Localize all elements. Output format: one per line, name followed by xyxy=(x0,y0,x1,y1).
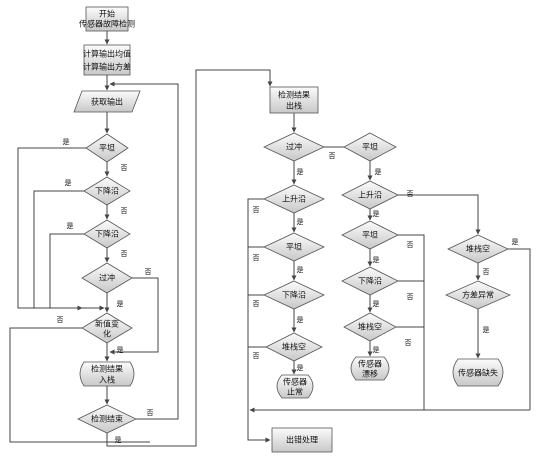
sensor-stop-l1: 传感器 xyxy=(283,377,307,387)
sensor-lost-label: 传感器缺失 xyxy=(458,368,498,378)
lbl-r-stackmid-no: 否 xyxy=(405,339,412,347)
r-decision-drop-mid-label: 下降沿 xyxy=(358,276,382,286)
left-flow: 开始 传感器故障检测 计算输出均值 计算输出方差 获取输出 平坦 下降沿 下降沿… xyxy=(9,6,273,447)
calc-node xyxy=(83,44,131,76)
right-flow: 检测结果 出栈 过冲 平坦 上升沿 平坦 下降沿 堆栈空 传感器 止常 xyxy=(247,86,531,453)
lbl-r-dropleft-yes: 是 xyxy=(297,316,304,324)
edge-overflow-no xyxy=(109,277,159,355)
r-decision-drop-left-label: 下降沿 xyxy=(282,290,306,300)
decision-overflow-label: 过冲 xyxy=(99,273,115,283)
lbl-r-flattop-yes: 是 xyxy=(375,168,382,176)
lbl-r-flatleft-no: 否 xyxy=(253,254,260,262)
sensor-stop-l2: 止常 xyxy=(287,387,303,397)
lbl-r-stackmid-yes: 是 xyxy=(373,346,380,354)
store-line1: 检测结果 xyxy=(91,364,123,374)
lbl-r-stackleft-yes: 是 xyxy=(297,364,304,372)
decision-drop-1-label: 下降沿 xyxy=(95,186,119,196)
edge-end-yes xyxy=(106,69,273,447)
terminal-sensor-stop xyxy=(276,374,314,399)
decision-flat-label: 平坦 xyxy=(99,144,115,153)
decision-new-change-l1: 新值变 xyxy=(95,319,119,329)
r-decision-overflow-label: 过冲 xyxy=(286,142,302,152)
edge-end-no xyxy=(109,81,179,420)
store-result-node xyxy=(79,361,135,387)
edge-left-no-bus xyxy=(247,198,271,443)
lbl-r-flatmid-no: 否 xyxy=(407,241,414,249)
lbl-r-overflow-yes: 是 xyxy=(297,168,304,176)
r-decision-flat-top-label: 平坦 xyxy=(362,143,378,152)
error-node xyxy=(271,427,333,453)
lbl-drop1-no: 否 xyxy=(121,207,128,215)
edge-drop2-yes xyxy=(49,233,84,308)
lbl-r-riseleft-yes: 是 xyxy=(297,218,304,226)
r-decision-rise-left-label: 上升沿 xyxy=(282,195,306,204)
decision-new-change-l2: 化 xyxy=(103,329,111,339)
lbl-overflow-yes: 是 xyxy=(117,300,124,308)
r-decision-variance-label: 方差异常 xyxy=(462,290,494,300)
edge-newchange-no xyxy=(9,327,150,443)
r-decision-stackempty-left-label: 堆栈空 xyxy=(282,342,306,352)
lbl-drop2-yes: 是 xyxy=(67,222,74,230)
r-decision-flat-left-label: 平坦 xyxy=(286,243,302,252)
r-decision-flat-mid-label: 平坦 xyxy=(362,231,378,240)
input-data-node xyxy=(73,90,141,113)
lbl-r-stackright-yes: 是 xyxy=(512,238,519,246)
input-data-label: 获取输出 xyxy=(91,97,123,107)
start-line1: 开始 xyxy=(99,9,115,19)
lbl-r-overflow-no: 否 xyxy=(329,152,336,160)
lbl-r-flatleft-yes: 是 xyxy=(297,266,304,274)
sensor-drift-l1: 传感器 xyxy=(358,359,382,369)
lbl-flat-yes: 是 xyxy=(63,138,70,146)
edge-flatmid-no xyxy=(398,234,425,410)
result-out-l2: 出栈 xyxy=(286,101,302,111)
error-label: 出错处理 xyxy=(286,435,318,445)
result-out-node xyxy=(269,86,319,114)
lbl-end-yes: 是 xyxy=(115,436,122,444)
r-decision-stackempty-right-label: 堆栈空 xyxy=(466,244,490,254)
calc-line1: 计算输出均值 xyxy=(83,49,131,59)
lbl-r-risemid-yes: 是 xyxy=(373,210,380,218)
lbl-end-no: 否 xyxy=(147,409,154,417)
decision-end-label: 检测结束 xyxy=(91,414,123,424)
lbl-r-dropmid-yes: 是 xyxy=(373,300,380,308)
lbl-r-dropleft-no: 否 xyxy=(253,300,260,308)
lbl-flat-no: 否 xyxy=(121,164,128,172)
lbl-newchange-no: 否 xyxy=(57,316,64,324)
lbl-drop2-no: 否 xyxy=(121,250,128,258)
lbl-r-variance-yes: 是 xyxy=(483,326,490,334)
lbl-r-riseleft-no: 否 xyxy=(253,206,260,214)
calc-line2: 计算输出方差 xyxy=(83,62,131,72)
start-line2: 传感器故障检测 xyxy=(79,19,135,29)
lbl-r-risemid-no: 否 xyxy=(407,190,414,198)
result-out-l1: 检测结果 xyxy=(278,90,310,100)
lbl-r-stackleft-no: 否 xyxy=(253,352,260,360)
lbl-r-flatmid-yes: 是 xyxy=(373,256,380,264)
edge-flat-yes xyxy=(17,147,86,311)
lbl-r-stackright-no: 否 xyxy=(483,268,490,276)
edge-stackright-yes xyxy=(508,248,531,410)
lbl-drop1-yes: 是 xyxy=(65,179,72,187)
terminal-sensor-drift xyxy=(350,356,390,381)
store-line2: 入栈 xyxy=(99,375,115,385)
edge-risemid-no xyxy=(398,194,481,235)
start-node xyxy=(85,6,129,32)
sensor-drift-l2: 漂移 xyxy=(362,369,378,379)
lbl-newchange-yes: 是 xyxy=(117,346,124,354)
lbl-r-dropmid-no: 否 xyxy=(407,293,414,301)
lbl-overflow-no: 否 xyxy=(145,268,152,276)
terminal-sensor-lost xyxy=(452,358,504,387)
r-decision-rise-mid-label: 上升沿 xyxy=(358,191,382,200)
r-decision-stackempty-mid-label: 堆栈空 xyxy=(358,322,382,332)
decision-drop-2-label: 下降沿 xyxy=(95,229,119,239)
edge-drop1-yes xyxy=(33,190,84,308)
